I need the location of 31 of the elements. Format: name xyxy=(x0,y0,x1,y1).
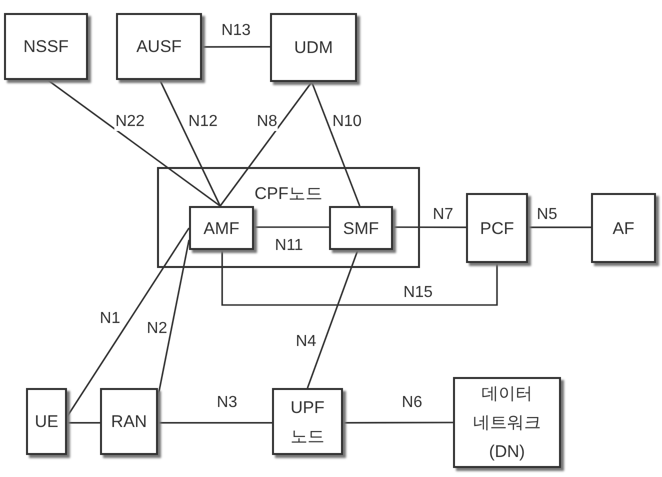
function-box: NSSF xyxy=(4,13,88,80)
edge-label: N8 xyxy=(256,113,278,131)
function-box: 데이터 네트워크 (DN) xyxy=(453,377,561,468)
connector-line xyxy=(67,422,100,424)
function-box: UPF 노드 xyxy=(272,388,343,455)
connector-line xyxy=(47,79,221,207)
connector-line xyxy=(221,250,498,306)
function-box: SMF xyxy=(329,206,393,250)
function-box: AMF xyxy=(189,206,254,250)
group-title: CPF노드 xyxy=(254,183,322,205)
edge-label: N10 xyxy=(331,113,363,131)
function-box: UE xyxy=(26,388,67,455)
connector-line xyxy=(158,422,272,424)
group-box xyxy=(157,167,420,268)
function-box: UDM xyxy=(270,13,357,82)
connector-line xyxy=(311,82,360,206)
function-box: AF xyxy=(591,193,656,263)
connector-line xyxy=(393,226,466,228)
connector-line xyxy=(254,226,329,228)
connector-line xyxy=(220,82,312,206)
edge-label: N22 xyxy=(114,113,146,131)
function-box: AUSF xyxy=(116,13,202,80)
connector-line xyxy=(157,240,190,397)
connector-line xyxy=(202,46,270,48)
connector-line xyxy=(343,422,453,424)
function-box: PCF xyxy=(466,193,528,263)
connector-line xyxy=(66,228,190,418)
connector-line xyxy=(159,80,221,206)
connector-line xyxy=(306,250,359,388)
connector-line xyxy=(528,226,591,228)
function-box: RAN xyxy=(100,388,158,455)
